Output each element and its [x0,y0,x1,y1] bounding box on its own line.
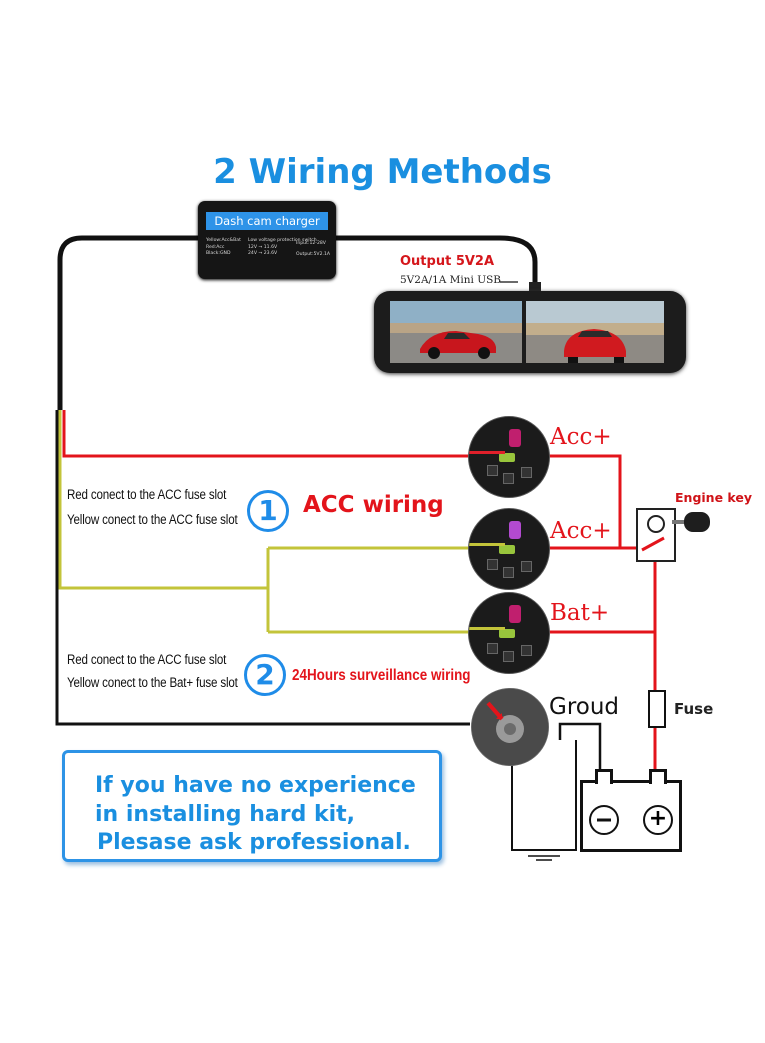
mirror-dash-cam [374,291,686,373]
ground-earth [511,740,577,851]
car-battery: + [580,769,682,852]
warning-line-1: If you have no experience [95,773,416,798]
charger-spec: Low voltage protection switch 12V → 11.6… [248,238,317,257]
battery-terminal-negative [595,769,613,784]
battery-negative-symbol [589,805,619,835]
main-cable [57,235,200,410]
ground-bolt-photo [471,688,549,766]
usb-label: 5V2A/1A Mini USB [400,274,501,286]
method2-number-badge: 2 [244,654,286,696]
car-key-icon [672,512,710,532]
usb-cable [336,235,538,288]
acc-plus-label-top: Acc+ [550,424,612,450]
inline-fuse [648,690,666,728]
warning-box: If you have no experience in installing … [62,750,442,862]
warning-line-3: Plesase ask professional. [97,830,411,855]
black-wire [55,410,470,726]
dash-cam-charger: Dash cam charger Yellow:Acc&Bat Red:Acc … [198,201,336,279]
charger-legend: Yellow:Acc&Bat Red:Acc Black:GND [206,238,241,257]
method1-note-red: Red conect to the ACC fuse slot [67,487,227,502]
ignition-switch [636,508,676,562]
fuse-photo-acc-mid [468,508,550,590]
method2-label: 24Hours surveillance wiring [292,667,471,684]
method1-number-badge: 1 [247,490,289,532]
acc-plus-label-mid: Acc+ [550,518,612,544]
charger-io: Input:12-28V Output:5V2.1A [296,241,331,257]
output-label: Output 5V2A [400,254,495,269]
circuit-acc-top [545,454,622,550]
method1-note-yellow: Yellow conect to the ACC fuse slot [67,512,238,527]
battery-terminal-positive [649,769,667,784]
engine-key-label: Engine key [675,490,753,505]
charger-label: Dash cam charger [206,212,328,230]
fuse-photo-bat [468,592,550,674]
battery-positive-symbol: + [643,805,673,835]
yellow-wire [58,410,470,634]
ground-label: Groud [549,694,620,720]
warning-line-2: in installing hard kit, [95,802,356,827]
method2-note-red: Red conect to the ACC fuse slot [67,652,227,667]
rear-camera-view [526,301,664,363]
fuse-label: Fuse [674,700,714,718]
bat-plus-label: Bat+ [550,600,610,626]
red-wire-acc [62,410,470,458]
method2-note-yellow: Yellow conect to the Bat+ fuse slot [67,675,238,690]
method1-label: ACC wiring [303,492,444,518]
fuse-photo-acc-top [468,416,550,498]
page-title: 2 Wiring Methods [213,152,552,192]
front-camera-view [390,301,522,363]
ground-wire [558,722,602,780]
